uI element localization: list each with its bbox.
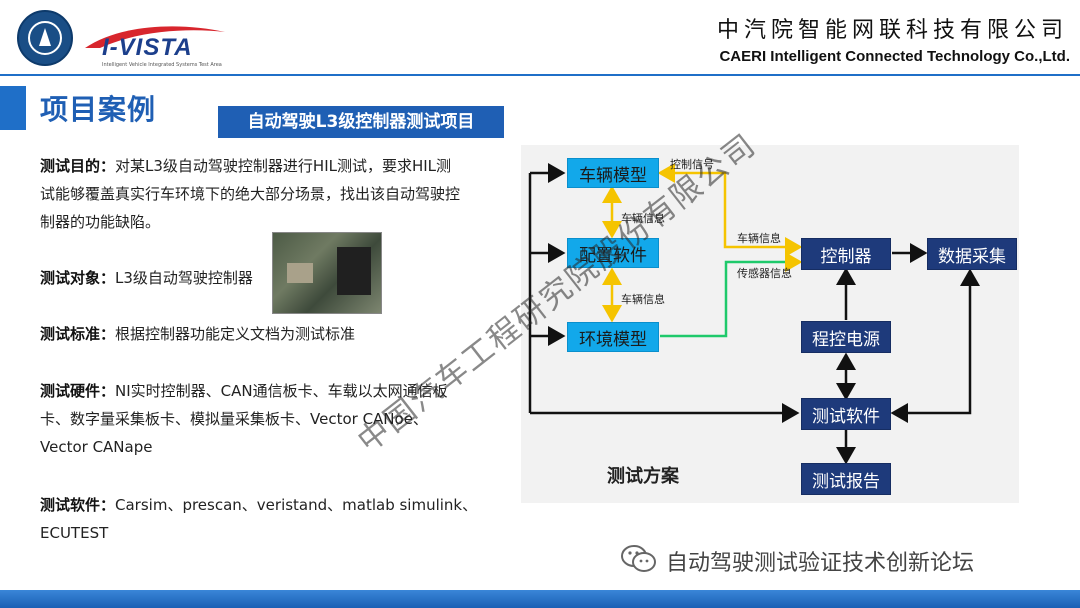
purpose-paragraph: 测试目的：对某L3级自动驾驶控制器进行HIL测试，要求HIL测 试能够覆盖真实行… xyxy=(40,152,510,236)
ivista-logo-text: I-VISTA xyxy=(102,34,193,61)
controller-board-photo xyxy=(272,232,382,314)
ivista-tagline: Intelligent Vehicle Integrated Systems T… xyxy=(102,62,222,68)
purpose-line-2: 试能够覆盖真实行车环境下的绝大部分场景，找出该自动驾驶控 xyxy=(40,185,461,203)
header: I-VISTA Intelligent Vehicle Integrated S… xyxy=(0,0,1080,75)
node-test-report: 测试报告 xyxy=(801,463,891,495)
company-name-cn: 中汽院智能网联科技有限公司 xyxy=(716,18,1068,43)
purpose-label: 测试目的： xyxy=(40,157,116,175)
label-vehicle-info-3: 车辆信息 xyxy=(621,293,665,306)
node-vehicle-model: 车辆模型 xyxy=(567,158,659,188)
label-vehicle-info-2: 车辆信息 xyxy=(737,232,781,245)
caeri-seal-logo xyxy=(17,10,73,66)
software-line-2: ECUTEST xyxy=(40,524,109,542)
label-control-signal: 控制信号 xyxy=(670,158,714,171)
header-divider xyxy=(0,74,1080,76)
object-paragraph: 测试对象：L3级自动驾驶控制器 xyxy=(40,264,253,292)
ivista-swoosh-icon xyxy=(85,26,225,48)
hardware-line-3: Vector CANape xyxy=(40,438,153,456)
standard-value: 根据控制器功能定义文档为测试标准 xyxy=(115,325,356,343)
diagram-caption: 测试方案 xyxy=(607,466,679,487)
hardware-label: 测试硬件： xyxy=(40,382,116,400)
node-data-acquisition: 数据采集 xyxy=(927,238,1017,270)
node-test-software: 测试软件 xyxy=(801,398,891,430)
hardware-line-1: NI实时控制器、CAN通信板卡、车载以太网通信板 xyxy=(115,382,448,400)
label-vehicle-info-1: 车辆信息 xyxy=(621,212,665,225)
footer-bar xyxy=(0,590,1080,608)
project-badge: 自动驾驶L3级控制器测试项目 xyxy=(218,106,504,138)
node-controller: 控制器 xyxy=(801,238,891,270)
node-config-software: 配置软件 xyxy=(567,238,659,268)
wechat-icon xyxy=(621,545,656,572)
label-sensor-info: 传感器信息 xyxy=(737,267,792,280)
footer-source-note: 自动驾驶测试验证技术创新论坛 xyxy=(666,551,975,576)
title-accent-bar xyxy=(0,86,26,130)
software-label: 测试软件： xyxy=(40,496,116,514)
page-title: 项目案例 xyxy=(40,93,157,126)
object-label: 测试对象： xyxy=(40,269,116,287)
hardware-line-2: 卡、数字量采集板卡、模拟量采集板卡、Vector CANoe、 xyxy=(40,410,428,428)
node-power-supply: 程控电源 xyxy=(801,321,891,353)
node-env-model: 环境模型 xyxy=(567,322,659,352)
software-line-1: Carsim、prescan、veristand、matlab simulink… xyxy=(115,496,478,514)
hardware-paragraph: 测试硬件：NI实时控制器、CAN通信板卡、车载以太网通信板 卡、数字量采集板卡、… xyxy=(40,377,510,461)
software-paragraph: 测试软件：Carsim、prescan、veristand、matlab sim… xyxy=(40,491,510,547)
standard-label: 测试标准： xyxy=(40,325,116,343)
ivista-logo: I-VISTA Intelligent Vehicle Integrated S… xyxy=(80,22,240,68)
company-name-en: CAERI Intelligent Connected Technology C… xyxy=(719,48,1070,65)
object-value: L3级自动驾驶控制器 xyxy=(115,269,253,287)
purpose-line-3: 制器的功能缺陷。 xyxy=(40,213,161,231)
purpose-line-1: 对某L3级自动驾驶控制器进行HIL测试，要求HIL测 xyxy=(115,157,452,175)
standard-paragraph: 测试标准：根据控制器功能定义文档为测试标准 xyxy=(40,320,355,348)
